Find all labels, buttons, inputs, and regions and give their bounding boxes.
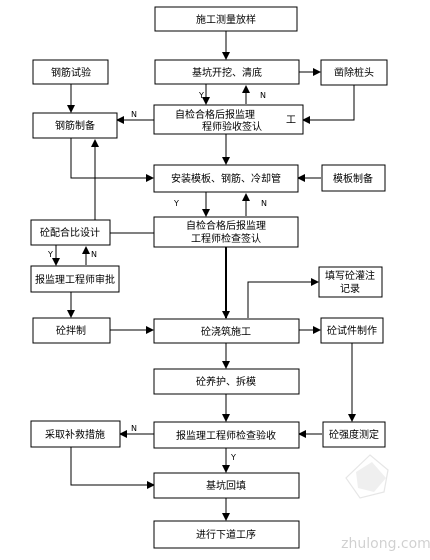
label-no-1: N (260, 91, 266, 100)
node-survey-label: 施工测量放样 (196, 13, 256, 26)
node-supervisor-review-label: 报监理工程师审批 (35, 273, 115, 286)
node-final-check: 报监理工程师检查验收 (153, 421, 300, 449)
node-pile-head-label: 凿除桩头 (334, 66, 374, 79)
node-record-label: 填写砼灌注 (325, 269, 375, 282)
node-supervisor-review: 报监理工程师审批 (30, 265, 120, 293)
label-yes-4: Y (230, 453, 236, 462)
label-yes-2: Y (173, 199, 179, 208)
node-cure: 砼养护、拆模 (153, 368, 300, 395)
node-concrete-mix-label: 砼拌制 (56, 324, 86, 337)
node-pile-head: 凿除桩头 (320, 59, 388, 86)
node-inspection-1-extra: 工 (286, 115, 296, 126)
node-remedy-label: 采取补救措施 (45, 428, 105, 441)
node-inspection-2-line1: 自检合格后报监理 (186, 219, 266, 232)
node-install: 安装模板、钢筋、冷却管 (153, 164, 299, 193)
node-excavation-label: 基坑开挖、清底 (192, 66, 262, 79)
node-record-label-line2: 记录 (340, 283, 360, 295)
node-mix-design: 砼配合比设计 (30, 219, 111, 246)
node-strength-label: 砼强度测定 (329, 428, 379, 441)
node-inspection-1-line1: 自检合格后报监理 (175, 108, 255, 121)
watermark: zhulong.com (341, 454, 430, 552)
label-no-3: N (261, 199, 267, 208)
watermark-text: zhulong.com (341, 536, 430, 552)
node-next-label: 进行下道工序 (196, 528, 256, 541)
node-next: 进行下道工序 (153, 520, 300, 549)
node-record: 填写砼灌注 (318, 266, 383, 298)
node-mix-design-label: 砼配合比设计 (40, 226, 100, 239)
node-cure-label: 砼养护、拆模 (196, 375, 256, 388)
node-inspection-1: 自检合格后报监理 程师验收签认 工 (153, 104, 304, 135)
node-steel-make: 钢筋制备 (32, 112, 118, 139)
node-pour-label: 砼浇筑施工 (201, 325, 251, 338)
node-steel-test-label: 钢筋试验 (51, 66, 91, 79)
label-yes-1: Y (198, 91, 204, 100)
node-formwork-label: 模板制备 (333, 172, 373, 185)
node-inspection-2: 自检合格后报监理 工程师检查签认 (153, 216, 299, 248)
node-survey: 施工测量放样 (154, 6, 298, 32)
node-strength: 砼强度测定 (322, 421, 386, 448)
node-specimen: 砼试件制作 (320, 317, 384, 344)
node-backfill: 基坑回填 (153, 472, 300, 499)
node-pour: 砼浇筑施工 (153, 318, 300, 344)
node-concrete-mix: 砼拌制 (32, 317, 111, 344)
node-install-label: 安装模板、钢筋、冷却管 (171, 172, 281, 185)
node-remedy: 采取补救措施 (30, 420, 121, 448)
node-specimen-label: 砼试件制作 (327, 324, 377, 337)
node-inspection-2-line2: 工程师检查签认 (191, 232, 261, 245)
label-yes-3: Y (47, 250, 53, 259)
node-steel-test: 钢筋试验 (32, 59, 109, 85)
node-backfill-label: 基坑回填 (206, 479, 246, 492)
node-excavation: 基坑开挖、清底 (154, 59, 300, 85)
label-no-2: N (131, 110, 137, 119)
node-formwork: 模板制备 (321, 164, 386, 192)
node-steel-make-label: 钢筋制备 (55, 119, 95, 132)
label-no-5: N (131, 424, 137, 433)
node-final-check-label: 报监理工程师检查验收 (176, 429, 276, 442)
node-inspection-1-line2: 程师验收签认 (202, 120, 262, 133)
label-no-4: N (91, 250, 97, 259)
